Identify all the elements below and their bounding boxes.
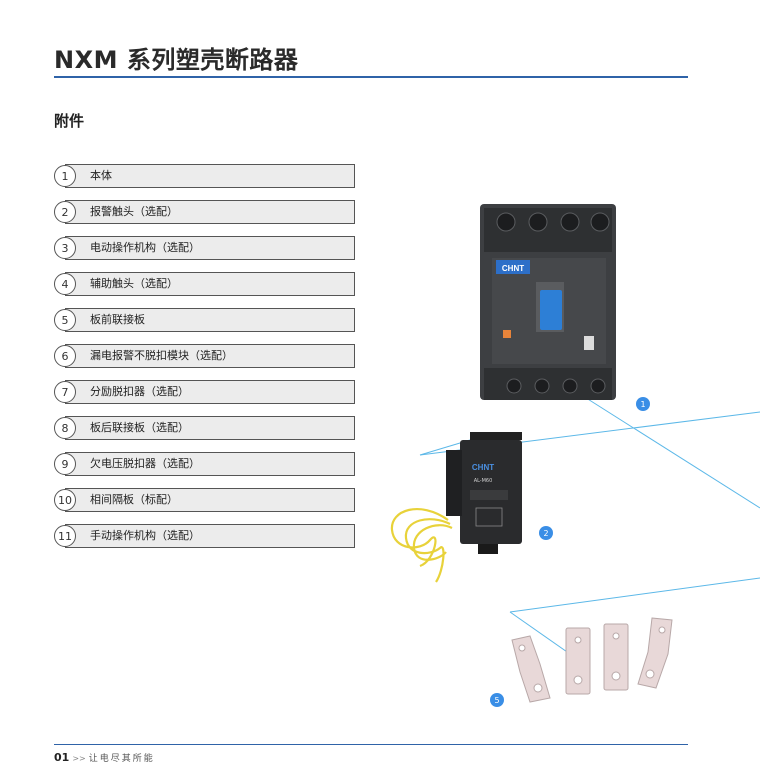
part-number-badge: 10	[54, 489, 76, 511]
footer-slogan: 让电尽其所能	[88, 754, 155, 764]
terminal-screw-icon	[590, 378, 606, 394]
part-label: 板后联接板（选配）	[90, 421, 189, 434]
yellow-wire	[404, 518, 451, 583]
plate-hole-icon	[573, 675, 583, 685]
module-side-clip	[446, 450, 462, 516]
part-label-box	[65, 236, 355, 260]
callout-marker	[490, 693, 504, 707]
module-rating-label	[470, 490, 508, 500]
section-title: 附件	[54, 112, 85, 130]
plate-hole-icon	[533, 683, 543, 693]
circuit-breaker-body: CHNT	[480, 204, 616, 400]
connection-plate	[511, 635, 551, 703]
part-label: 相间隔板（标配）	[90, 493, 178, 506]
part-number-badge: 3	[54, 237, 76, 259]
footer-arrows: >>	[72, 754, 86, 763]
parts-list: 1 本体 2 报警触头（选配） 3 电动操作机构（选配） 4 辅助触头（选配） 5 板前联…	[54, 164, 355, 560]
wire-bundle	[390, 508, 453, 583]
callout-marker	[636, 397, 650, 411]
module-model-text: AL-M60	[474, 478, 493, 484]
part-item-5: 5 板前联接板	[54, 308, 355, 332]
module-wiring-diagram	[475, 507, 503, 527]
part-label: 辅助触头（选配）	[90, 277, 178, 290]
part-number-badge: 9	[54, 453, 76, 475]
part-item-9: 9 欠电压脱扣器（选配）	[54, 452, 355, 476]
part-label-box	[65, 308, 355, 332]
alarm-contact-module: CHNT AL-M60	[446, 432, 522, 554]
part-label-box	[65, 272, 355, 296]
part-label-box	[65, 524, 355, 548]
page-footer: 01 >> 让电尽其所能	[54, 751, 155, 764]
terminal-screw-icon	[562, 378, 578, 394]
terminal-screw-icon	[496, 212, 516, 232]
part-label-box	[65, 488, 355, 512]
connection-plate	[637, 617, 673, 689]
terminal-screw-icon	[506, 378, 522, 394]
plate-hole-icon	[611, 671, 621, 681]
yellow-wire	[412, 524, 453, 561]
part-number-badge: 1	[54, 165, 76, 187]
callout-number: 5	[494, 696, 499, 705]
guide-line	[582, 395, 760, 509]
part-number-badge: 11	[54, 525, 76, 547]
part-label-box	[65, 344, 355, 368]
terminal-screw-icon	[560, 212, 580, 232]
yellow-wire	[390, 508, 449, 568]
plate-hole-icon	[658, 626, 666, 634]
test-button-icon	[503, 330, 511, 338]
part-number-badge: 5	[54, 309, 76, 331]
part-label: 欠电压脱扣器（选配）	[90, 457, 200, 470]
footer-rule	[54, 744, 688, 745]
callout-number: 1	[640, 400, 645, 409]
part-item-8: 8 板后联接板（选配）	[54, 416, 355, 440]
part-label: 电动操作机构（选配）	[90, 241, 200, 254]
guide-line	[509, 577, 760, 613]
plate-hole-icon	[612, 632, 620, 640]
page-title: NXM 系列塑壳断路器	[54, 46, 299, 74]
connection-plate	[603, 623, 629, 691]
part-label: 分励脱扣器（选配）	[90, 385, 189, 398]
part-item-11: 11 手动操作机构（选配）	[54, 524, 355, 548]
module-bottom-tab	[478, 544, 498, 554]
callout-marker	[539, 526, 553, 540]
plate-hole-icon	[574, 636, 582, 644]
title-rule	[54, 76, 688, 78]
part-label-box	[65, 380, 355, 404]
part-item-3: 3 电动操作机构（选配）	[54, 236, 355, 260]
module-top-tab	[470, 432, 522, 440]
terminal-screw-icon	[534, 378, 550, 394]
part-label: 板前联接板	[90, 313, 145, 326]
part-label-box	[65, 416, 355, 440]
brand-logo-plate	[496, 260, 530, 274]
part-number-badge: 6	[54, 345, 76, 367]
part-label: 报警触头（选配）	[90, 205, 178, 218]
terminal-screw-icon	[590, 212, 610, 232]
connection-plate	[565, 627, 591, 695]
part-number-badge: 8	[54, 417, 76, 439]
part-number-badge: 2	[54, 201, 76, 223]
page-number: 01	[54, 751, 70, 764]
operating-handle	[540, 290, 562, 330]
part-item-2: 2 报警触头（选配）	[54, 200, 355, 224]
nameplate-label	[584, 336, 594, 350]
part-number-badge: 7	[54, 381, 76, 403]
callout-number: 2	[543, 529, 548, 538]
brand-logo-text: CHNT	[502, 264, 524, 273]
part-item-1: 1 本体	[54, 164, 355, 188]
part-label: 漏电报警不脱扣模块（选配）	[90, 349, 233, 362]
part-label: 手动操作机构（选配）	[90, 529, 200, 542]
plate-hole-icon	[645, 669, 655, 679]
part-item-4: 4 辅助触头（选配）	[54, 272, 355, 296]
part-label: 本体	[90, 169, 112, 182]
terminal-screw-icon	[528, 212, 548, 232]
part-label-box	[65, 452, 355, 476]
plate-hole-icon	[518, 644, 526, 652]
part-item-6: 6 漏电报警不脱扣模块（选配）	[54, 344, 355, 368]
module-brand-text: CHNT	[472, 463, 494, 472]
part-item-7: 7 分励脱扣器（选配）	[54, 380, 355, 404]
part-item-10: 10 相间隔板（标配）	[54, 488, 355, 512]
front-connection-plates	[511, 617, 673, 703]
part-number-badge: 4	[54, 273, 76, 295]
